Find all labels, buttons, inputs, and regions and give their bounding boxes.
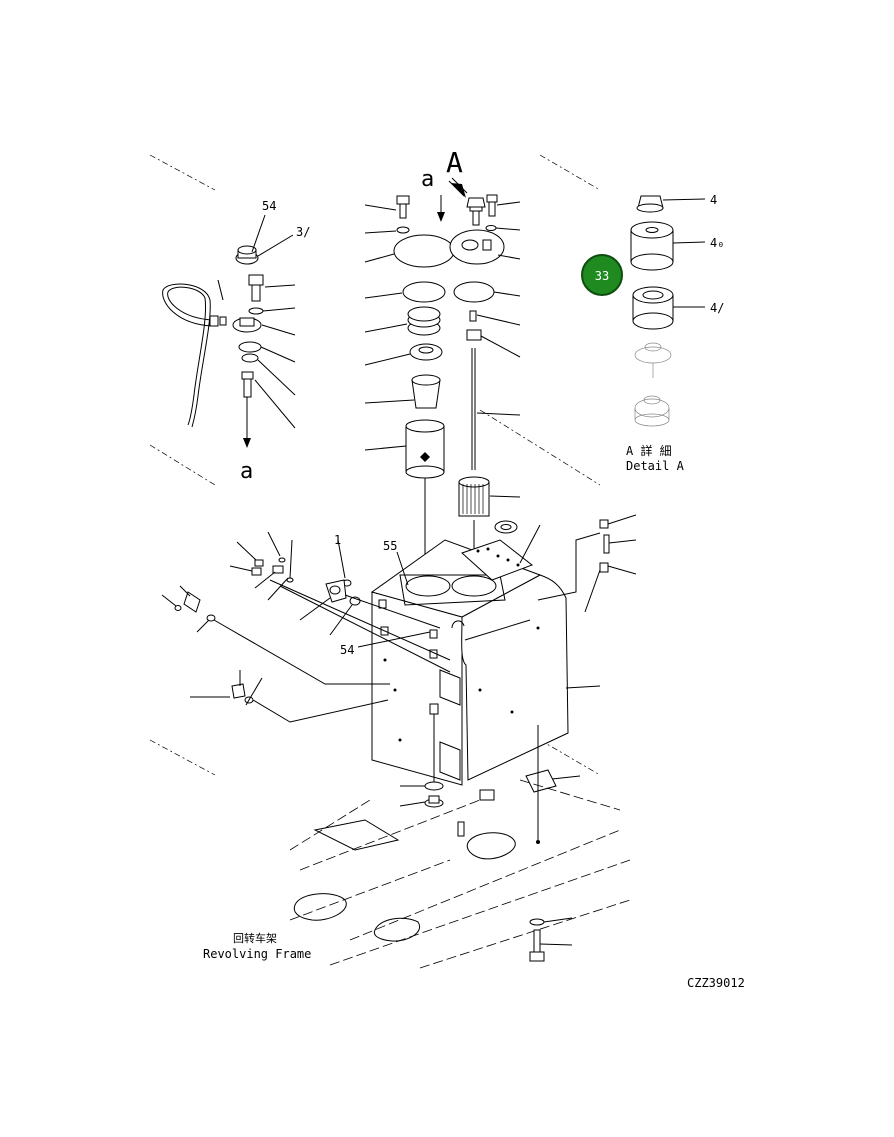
view-marker-a: A [446, 146, 463, 179]
left-fitting-stack [232, 274, 296, 448]
page-badge-number: 33 [595, 269, 609, 283]
frame-label-cn: 回转车架 [233, 931, 277, 945]
left-fittings [161, 531, 451, 723]
detail-label-en: Detail A [626, 459, 685, 473]
center-part-stack [364, 177, 521, 570]
hydraulic-tank [337, 514, 637, 844]
callout-40: 4₀ [710, 236, 724, 250]
drawing-code: CZZ39012 [687, 976, 745, 990]
guide-lines [149, 154, 601, 776]
page-badge [581, 254, 623, 296]
breather-hose [162, 279, 227, 428]
callout-4: 4 [710, 193, 717, 207]
callout-37: 3/ [296, 225, 310, 239]
callout-41: 4/ [710, 301, 724, 315]
callout-54-top: 54 [262, 199, 276, 213]
frame-bolt [529, 917, 573, 962]
detail-a-view [630, 195, 706, 427]
callout-1: 1 [334, 533, 341, 547]
detail-label-cn: A 詳 細 [626, 443, 672, 458]
callout-54-mid: 54 [340, 643, 354, 657]
reference-a-top: a [421, 167, 434, 192]
callout-labels: 54 3/ 4 4₀ 4/ 55 1 54 [262, 193, 724, 657]
view-a-arrow [448, 177, 468, 198]
cap-part-54 [235, 214, 294, 265]
reference-a-bottom: a [240, 459, 253, 484]
frame-label-en: Revolving Frame [203, 947, 311, 961]
callout-55: 55 [383, 539, 397, 553]
revolving-frame [289, 779, 631, 969]
